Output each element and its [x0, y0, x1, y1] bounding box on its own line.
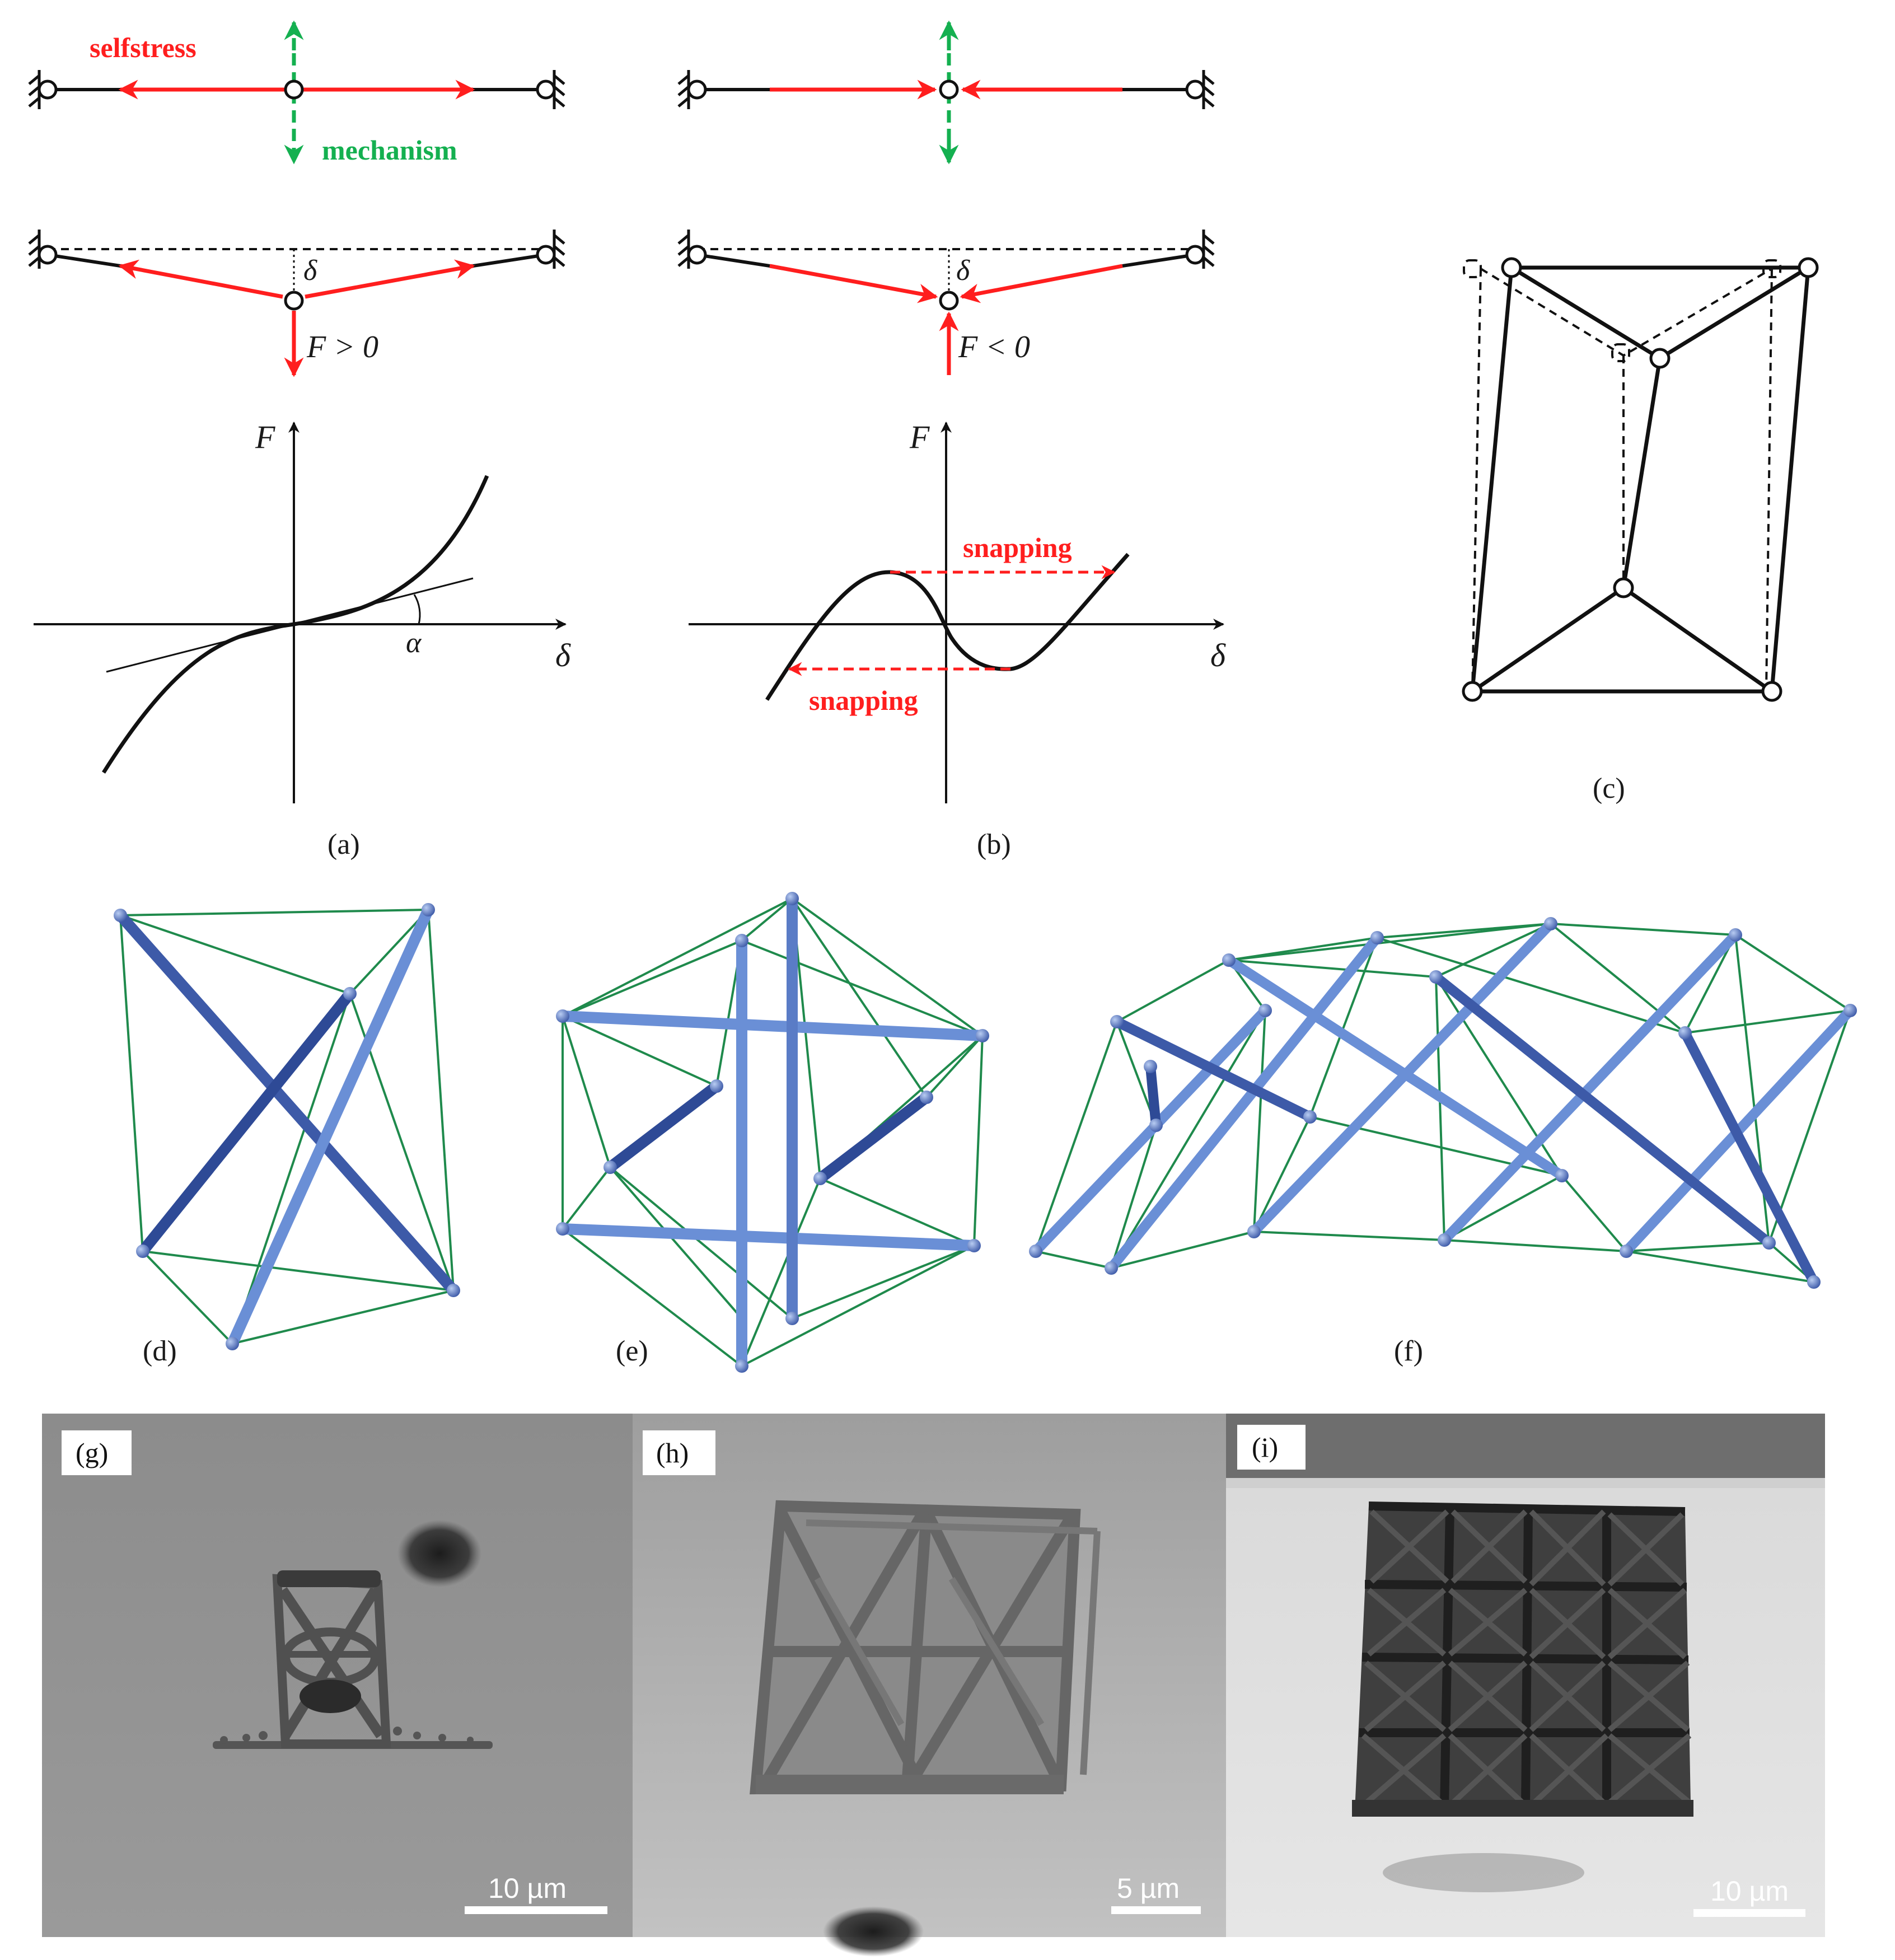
- snapping-curve: [765, 553, 1130, 701]
- delta-label-a: δ: [303, 255, 317, 287]
- micro-lattice-i: [1352, 1501, 1693, 1817]
- panel-label-box-g: [62, 1430, 132, 1475]
- panel-h: (h) 5 µm: [633, 1414, 1226, 1957]
- scale-label-i: 10 µm: [1710, 1875, 1789, 1907]
- micro-lattice-h: [750, 1500, 1101, 1795]
- panel-f: (f): [1029, 917, 1857, 1367]
- scale-bar-g: [465, 1906, 607, 1914]
- stiffening-curve: [102, 475, 489, 774]
- panel-g: (g) 10 µm: [42, 1414, 633, 1937]
- panel-b: δ F < 0 F δ snapping snapping (b): [677, 20, 1226, 860]
- selfstress-label: selfstress: [90, 32, 196, 63]
- force-negative-label: F < 0: [958, 330, 1030, 364]
- panel-d: (d): [114, 903, 460, 1367]
- panel-i: (i) 10 µm: [1226, 1414, 1825, 1937]
- panel-label-a: (a): [327, 829, 360, 860]
- axis-F-label-a: F: [255, 419, 275, 455]
- panel-label-g: (g): [76, 1437, 108, 1468]
- alpha-label: α: [406, 627, 422, 659]
- snapping-label-top: snapping: [963, 532, 1072, 563]
- panel-label-h: (h): [656, 1437, 689, 1468]
- panel-c: (c): [1462, 257, 1819, 804]
- axis-delta-label-b: δ: [1210, 637, 1226, 673]
- delta-label-b: δ: [956, 255, 970, 287]
- support-left-a1: [28, 70, 41, 109]
- panel-label-b: (b): [977, 829, 1011, 860]
- support-right-a1: [553, 70, 565, 109]
- axis-F-label-b: F: [909, 419, 930, 455]
- panel-a: selfstress mechanism δ F > 0 F δ α (a): [28, 20, 571, 860]
- panel-label-d: (d): [143, 1335, 177, 1367]
- force-positive-label: F > 0: [306, 330, 378, 364]
- scale-label-h: 5 µm: [1117, 1873, 1180, 1904]
- panel-label-i: (i): [1252, 1432, 1278, 1463]
- panel-label-f: (f): [1394, 1335, 1423, 1367]
- scale-bar-i: [1693, 1909, 1805, 1917]
- indenter-top: [1226, 1414, 1825, 1486]
- panel-label-c: (c): [1593, 773, 1625, 804]
- panel-label-box-i: [1237, 1425, 1306, 1470]
- scale-label-g: 10 µm: [488, 1873, 567, 1904]
- snapping-label-bottom: snapping: [809, 685, 918, 716]
- axis-delta-label-a: δ: [555, 637, 571, 673]
- panel-label-box-h: [643, 1430, 715, 1475]
- panel-e: (e): [556, 892, 989, 1373]
- mechanism-label: mechanism: [322, 134, 457, 166]
- scale-bar-h: [1111, 1906, 1201, 1914]
- panel-label-e: (e): [616, 1335, 648, 1367]
